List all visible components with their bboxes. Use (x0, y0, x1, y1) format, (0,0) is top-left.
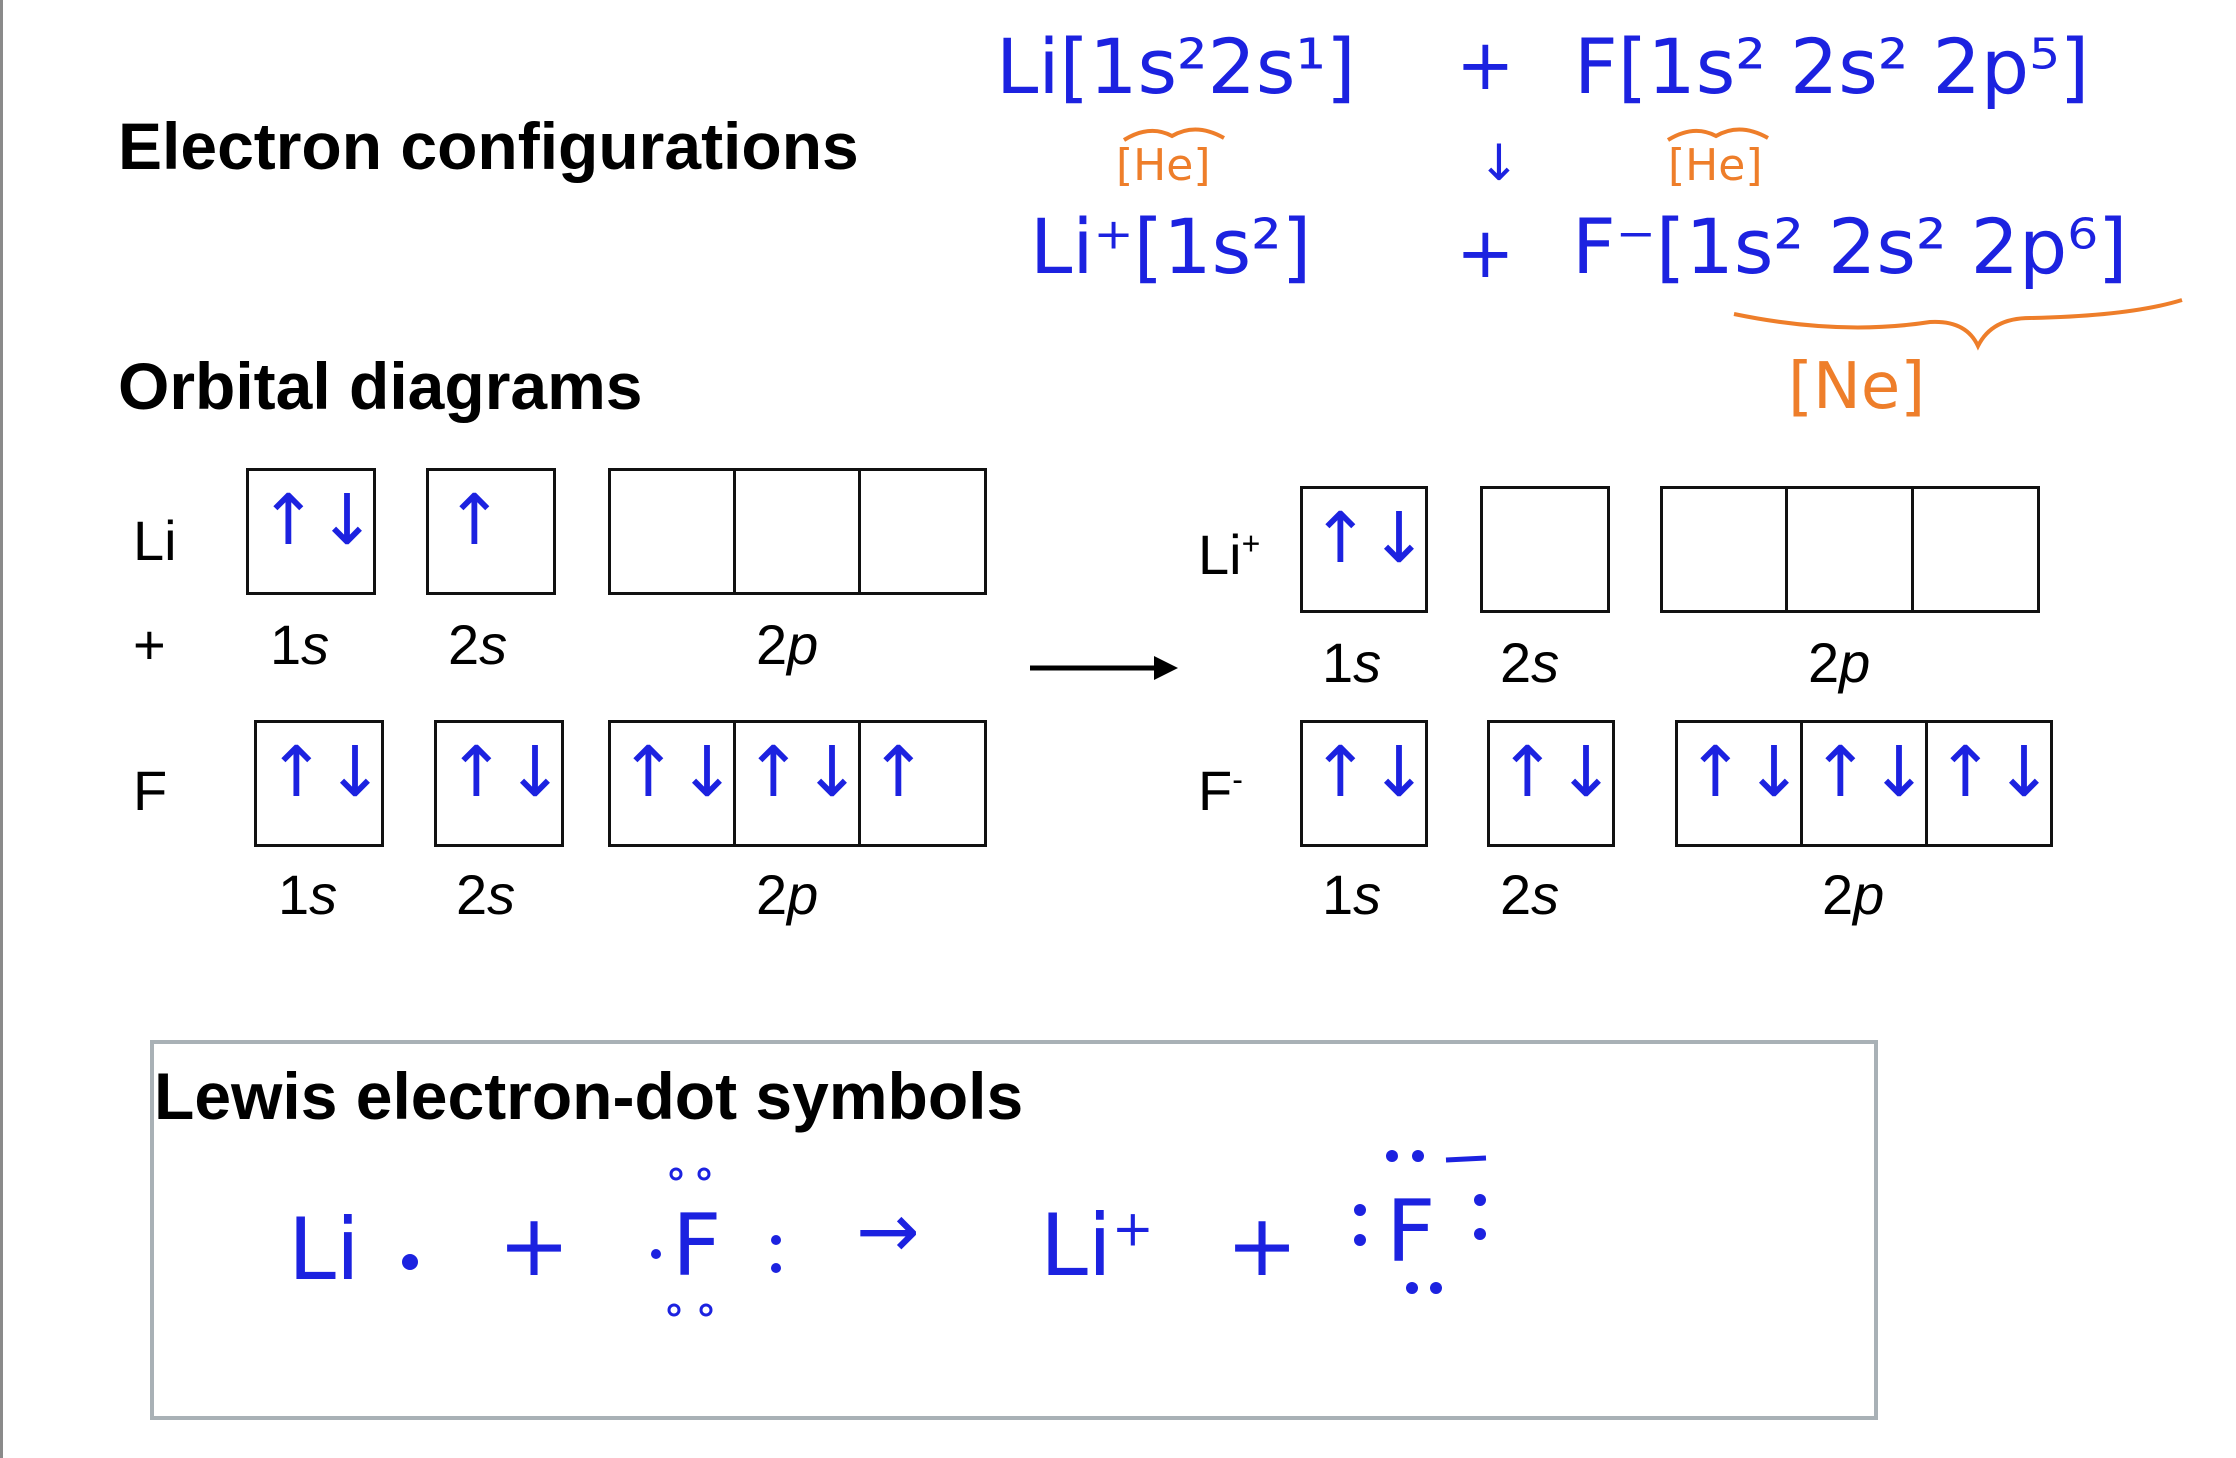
f-1s-arrows: ↑↓ (267, 731, 385, 813)
lewis-plus-1: + (498, 1196, 571, 1296)
f-2s-label: 2s (456, 863, 516, 926)
f-ion-2p-box-3: ↑↓ (1925, 720, 2053, 847)
hw-plus-2: + (1456, 212, 1515, 294)
f-ion-2s-box: ↑↓ (1487, 720, 1615, 847)
lewis-li-dot (402, 1254, 418, 1270)
element-label-f-ion: F- (1198, 759, 1243, 822)
f-ion-1s-arrows: ↑↓ (1311, 731, 1429, 813)
li-ion-1s-box: ↑↓ (1300, 486, 1428, 613)
f-2p-box-3: ↑ (858, 720, 987, 847)
li-ion-2p-box-1 (1660, 486, 1788, 613)
f-ion-2p-box-1: ↑↓ (1675, 720, 1803, 847)
element-label-f: F (133, 759, 168, 822)
hw-f-config: F[1s² 2s² 2p⁵] (1574, 22, 2090, 111)
f-ion-2s-arrows: ↑↓ (1498, 731, 1616, 813)
reaction-arrow (1030, 656, 1178, 680)
li-1s-label: 1s (270, 613, 330, 676)
li-ion-2p-box-3 (1911, 486, 2040, 613)
orange-brace-li (1122, 127, 1225, 142)
f-1s-box: ↑↓ (254, 720, 384, 847)
li-2p-label: 2p (756, 613, 819, 676)
lewis-symbols-panel (150, 1040, 1878, 1420)
hw-down-arrow: ↓ (1478, 134, 1520, 192)
f-2s-arrows: ↑↓ (447, 731, 565, 813)
hw-he-note-li: [He] (1116, 140, 1211, 191)
li-2s-label: 2s (448, 613, 508, 676)
hw-plus: + (1456, 24, 1515, 106)
li-ion-1s-label: 1s (1322, 631, 1382, 694)
hw-ne-note: [Ne] (1788, 350, 1926, 424)
f-ion-1s-label: 1s (1322, 863, 1382, 926)
lewis-f-dots (651, 1167, 781, 1317)
lewis-li-ion: Li+ (1040, 1196, 1154, 1296)
f-2p-box-1: ↑↓ (608, 720, 736, 847)
li-2s-arrows: ↑ (445, 479, 504, 561)
lewis-arrow: → (856, 1186, 920, 1275)
li-ion-2s-box (1480, 486, 1610, 613)
lewis-plus-2: + (1226, 1196, 1299, 1296)
lewis-f: F (672, 1196, 722, 1296)
f-ion-1s-box: ↑↓ (1300, 720, 1428, 847)
f-2p-label: 2p (756, 863, 819, 926)
lewis-f-ion: F (1386, 1182, 1436, 1282)
hw-he-note-f: [He] (1668, 140, 1763, 191)
li-1s-arrows: ↑↓ (259, 479, 377, 561)
hw-li-ion-config: Li⁺[1s²] (1030, 202, 1312, 291)
f-ion-2s-label: 2s (1500, 863, 1560, 926)
li-1s-box: ↑↓ (246, 468, 376, 595)
li-ion-1s-arrows: ↑↓ (1311, 497, 1429, 579)
heading-orbital-diagrams: Orbital diagrams (118, 349, 643, 423)
f-2s-box: ↑↓ (434, 720, 564, 847)
element-label-li-ion: Li+ (1198, 523, 1261, 586)
lewis-li: Li (288, 1200, 360, 1300)
orange-brace-f (1666, 127, 1769, 142)
lewis-f-ion-dots (1354, 1150, 1487, 1294)
li-ion-2s-label: 2s (1500, 631, 1560, 694)
element-label-li: Li (133, 509, 177, 572)
f-1s-label: 1s (278, 863, 338, 926)
li-2s-box: ↑ (426, 468, 556, 595)
plus-sign: + (133, 613, 166, 676)
hw-li-config: Li[1s²2s¹] (996, 22, 1356, 111)
li-2p-box-3 (858, 468, 987, 595)
f-ion-2p-box-2: ↑↓ (1800, 720, 1928, 847)
f-2p-box-2: ↑↓ (733, 720, 861, 847)
page-left-border (0, 0, 3, 1458)
heading-electron-configurations: Electron configurations (118, 109, 859, 183)
orange-brace-ne (1733, 298, 2183, 351)
li-2p-box-2 (733, 468, 861, 595)
heading-lewis-symbols: Lewis electron-dot symbols (154, 1059, 1024, 1133)
f-ion-2p-label: 2p (1822, 863, 1885, 926)
li-2p-box-1 (608, 468, 736, 595)
li-ion-2p-label: 2p (1808, 631, 1871, 694)
hw-f-ion-config: F⁻[1s² 2s² 2p⁶] (1572, 202, 2128, 291)
li-ion-2p-box-2 (1785, 486, 1914, 613)
